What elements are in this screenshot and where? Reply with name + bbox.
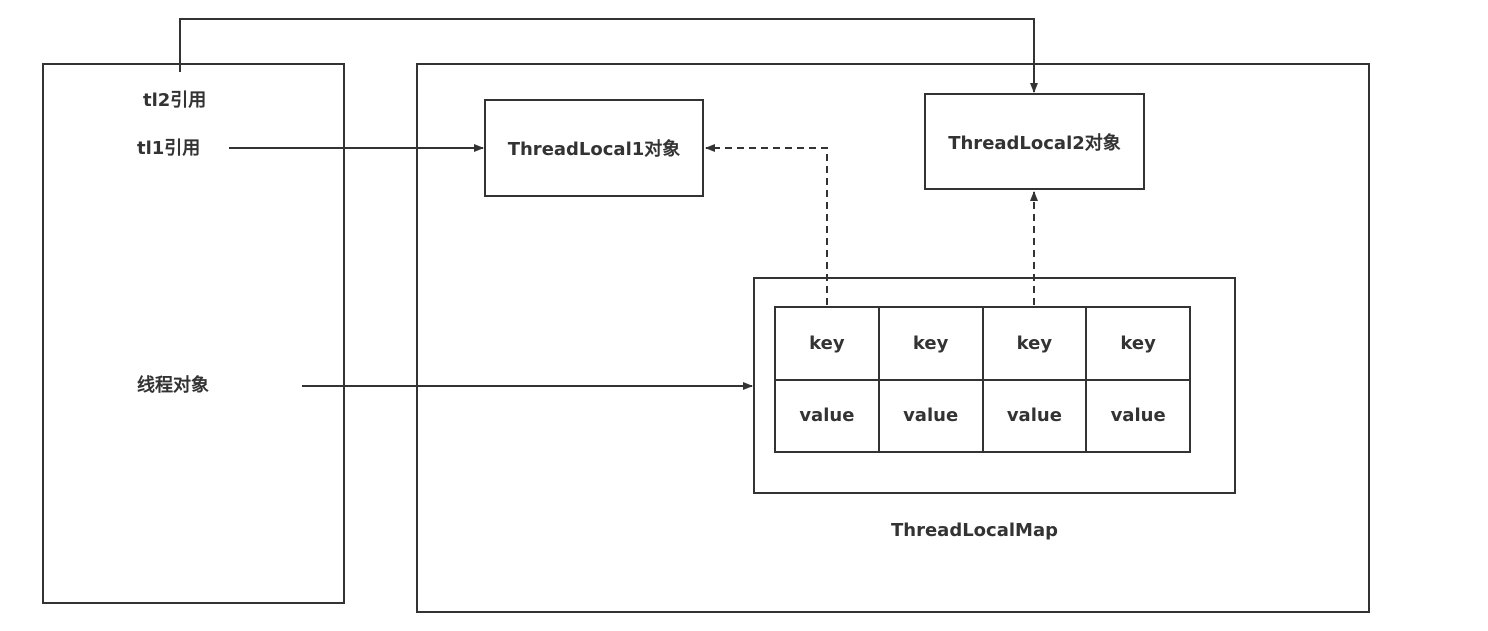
- entry-key-cell: key: [983, 308, 1088, 381]
- thread-object-label: 线程对象: [137, 375, 209, 396]
- tl1-ref-label: tl1引用: [137, 138, 201, 159]
- tl2-ref-label: tl2引用: [143, 90, 207, 111]
- entry-value-cell: value: [879, 380, 984, 453]
- entry-value-cell: value: [983, 380, 1088, 453]
- entry-value-cell: value: [1087, 380, 1191, 453]
- threadlocal1-object-box: ThreadLocal1对象: [484, 99, 704, 197]
- entry-key-cell: key: [1087, 308, 1191, 381]
- map-entry-table: key key key key value value value value: [774, 306, 1191, 453]
- threadlocalmap-box: [753, 277, 1236, 494]
- threadlocal1-object-label: ThreadLocal1对象: [507, 139, 681, 160]
- threadlocal2-object-label: ThreadLocal2对象: [948, 132, 1121, 154]
- threadlocal2-object-box: ThreadLocal2对象: [924, 93, 1145, 190]
- entry-key-cell: key: [776, 308, 880, 381]
- entry-value-cell: value: [776, 380, 880, 453]
- entry-key-cell: key: [879, 308, 984, 381]
- threadlocalmap-label: ThreadLocalMap: [891, 520, 1058, 541]
